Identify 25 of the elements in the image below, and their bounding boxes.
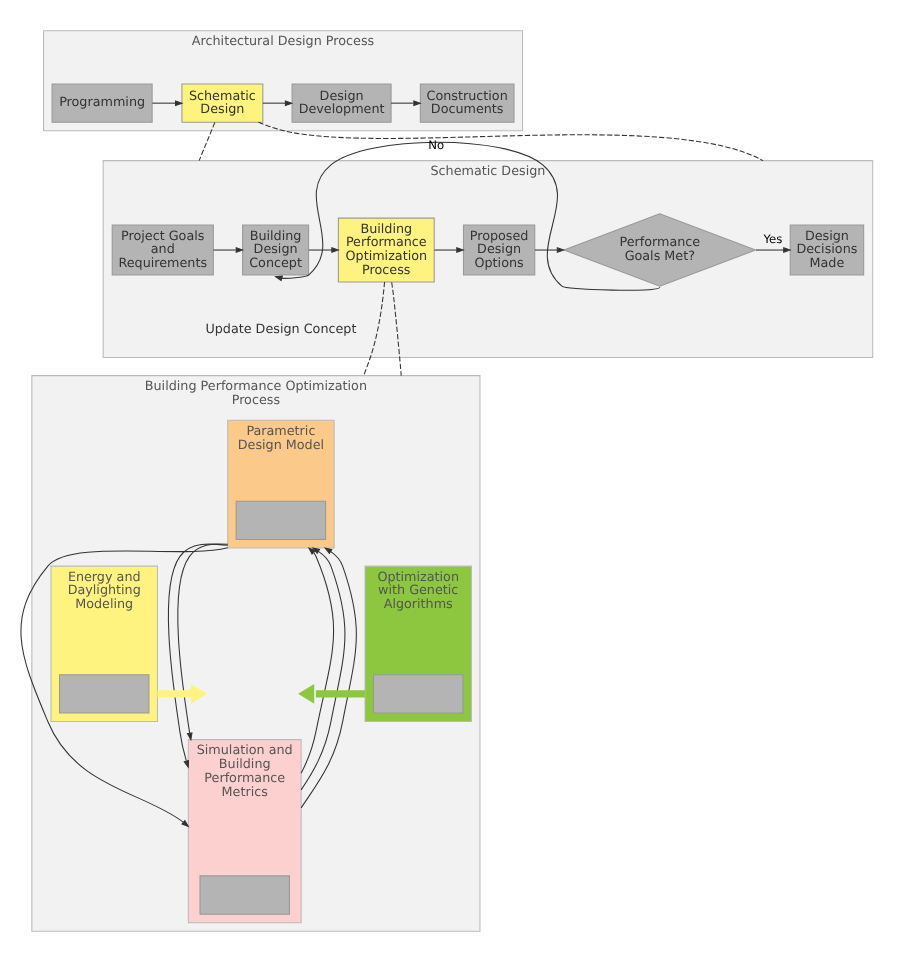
arrow <box>274 140 661 290</box>
arrow <box>300 545 335 773</box>
arrow <box>151 99 184 106</box>
connector <box>258 120 764 161</box>
node-box <box>199 874 290 914</box>
arrow <box>20 546 229 827</box>
arrow <box>177 542 229 741</box>
arrow <box>300 546 357 808</box>
arrow <box>212 246 245 252</box>
node-box <box>235 499 327 540</box>
connector <box>198 121 216 161</box>
arrow <box>262 99 294 106</box>
node-box <box>373 673 464 713</box>
connector <box>363 280 386 376</box>
arrow <box>390 99 422 106</box>
arrow <box>308 246 340 252</box>
arrow <box>300 546 346 790</box>
arrow <box>157 682 208 703</box>
arrow <box>755 246 792 252</box>
arrow <box>534 246 566 252</box>
arrow <box>167 542 229 768</box>
node-box <box>59 673 150 713</box>
connector <box>391 280 402 376</box>
arrow <box>298 682 365 703</box>
arrow <box>433 246 465 252</box>
